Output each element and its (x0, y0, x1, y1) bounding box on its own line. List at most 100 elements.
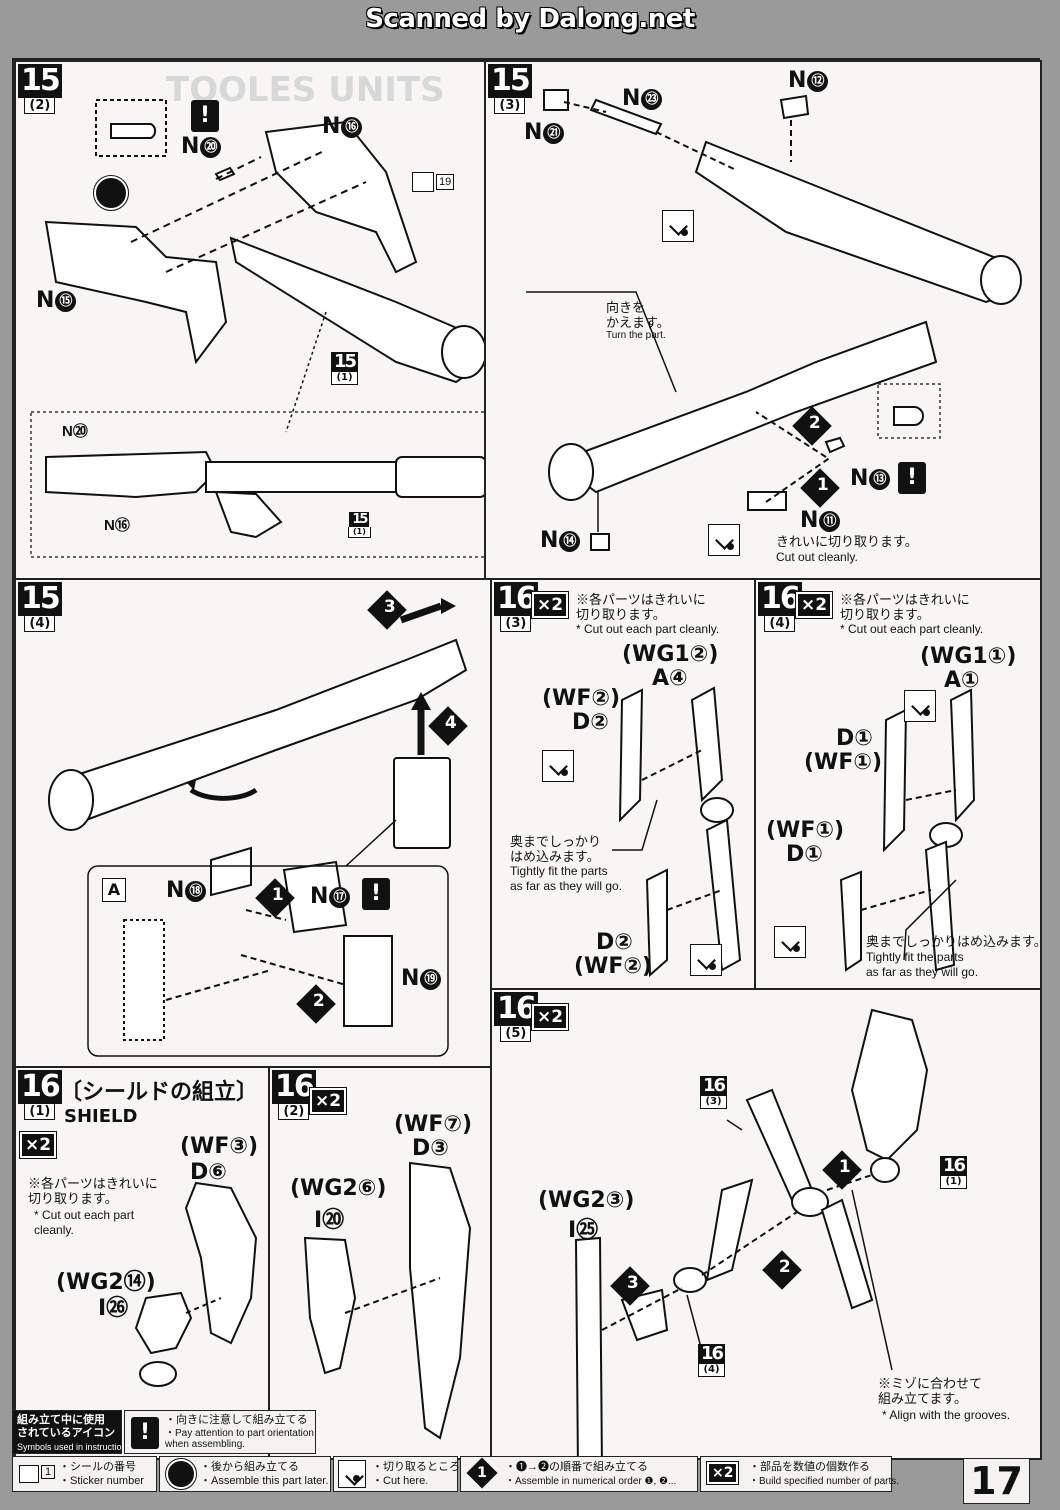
bazooka-parts-art (30, 99, 488, 558)
part-number: ⑬ (869, 468, 891, 490)
panel-16-1: 16 (1) ×2 〔シールドの組立〕 SHIELD (WF③) D⑥ ※各パー… (14, 1066, 270, 1460)
turn-note-ja: 向きを かえます。 (606, 300, 670, 330)
part-number: ⑳ (200, 136, 222, 158)
later-ja: ・後から組み立てる (200, 1461, 299, 1473)
label-wg2-14: (WG2⑭) (56, 1270, 156, 1295)
sticker-icon (19, 1465, 39, 1483)
detail-label-n20: N⑳ (62, 423, 88, 440)
detail-ref: 15 (1) (348, 512, 371, 538)
wing-art-16-3 (612, 686, 742, 978)
assemble-later-icon (93, 175, 129, 211)
ref-number: 16 (698, 1344, 726, 1364)
ref-sub: (1) (331, 372, 358, 385)
instruction-sheet: TOOLES UNITS 15 (2) (12, 58, 1042, 1460)
attention-icon: ! (131, 1417, 159, 1449)
attention-en: ・Pay attention to part orientation when … (165, 1428, 314, 1450)
turn-note-en: Turn the part. (606, 330, 666, 341)
cut-icon (904, 690, 936, 722)
assemble-later-icon (165, 1458, 197, 1490)
part-number: ⑲ (420, 968, 442, 990)
part-letter: N (181, 134, 200, 159)
legend-title-box: 組み立て中に使用 されているアイコン Symbols used in instr… (12, 1410, 131, 1454)
mult-ja: ・部品を数値の個数作る (749, 1461, 870, 1473)
part-number: ⑮ (55, 290, 77, 312)
label-wf1b: (WF①) (766, 818, 845, 843)
cut-icon (338, 1460, 366, 1488)
attention-icon: ! (898, 462, 926, 494)
order-en: ・Assemble in numerical order ❶, ❷... (505, 1476, 677, 1487)
ref-step-16-4: 16 (4) (698, 1344, 726, 1377)
wing-art-16-4 (839, 688, 976, 972)
panel-16-4: 16 (4) ×2 ※各パーツはきれいに 切り取ります。 * Cut out e… (754, 578, 1042, 990)
label-wf1: (WF①) (804, 750, 883, 775)
part-number: ⑱ (185, 880, 207, 902)
step-badge: 15 (4) (18, 582, 62, 632)
attention-icon: ! (191, 100, 219, 132)
step-number: 16 (272, 1070, 316, 1104)
shield-art-16-2 (303, 1161, 472, 1440)
ref-number: 15 (331, 352, 359, 372)
part-letter: N (622, 86, 641, 111)
label-i20: I⑳ (314, 1208, 345, 1233)
step-order-icon: 1 (466, 1457, 498, 1489)
step-badge: 16 (1) (18, 1070, 62, 1120)
fit-note-ja: 奥までしっかり はめ込みます。 (510, 834, 602, 864)
legend-cut: ・切り取るところ ・Cut here. (333, 1456, 460, 1492)
ref-number: 16 (700, 1076, 728, 1096)
shield-art-16-1 (134, 1181, 258, 1387)
note-en: * Cut out each part cleanly. (840, 622, 984, 636)
cut-ja: ・切り取るところ (372, 1461, 460, 1473)
panel-16-3: 16 (3) ×2 ※各パーツはきれいに 切り取ります。 * Cut out e… (490, 578, 756, 990)
label-d1b: D① (786, 842, 823, 867)
part-number: ⑯ (341, 116, 363, 138)
ref-number: 16 (940, 1156, 968, 1176)
ref-sub: (1) (940, 1176, 967, 1189)
sticker-en: ・Sticker number (59, 1475, 144, 1487)
step-sub: (3) (500, 616, 532, 632)
panel-15-3: 15 (3) (484, 60, 1042, 580)
sticker-ref: 19 (412, 172, 455, 192)
part-number: ⑫ (807, 70, 829, 92)
page-number: 17 (963, 1458, 1030, 1504)
cut-icon (690, 944, 722, 976)
label-d1: D① (836, 726, 873, 751)
legend-sticker: 1 ・シールの番号 ・Sticker number (12, 1456, 157, 1492)
mult-en: ・Build specified number of parts. (749, 1476, 900, 1487)
sticker-icon (412, 172, 434, 192)
panel-16-5: 16 (5) ×2 (490, 988, 1042, 1460)
multiplier-badge: ×2 (18, 1131, 58, 1159)
note-en: * Cut out each part cleanly. (576, 622, 720, 636)
step-sub: (2) (278, 1104, 310, 1120)
align-note-en: * Align with the grooves. (882, 1408, 1011, 1422)
label-wg2-6: (WG2⑥) (290, 1176, 387, 1201)
ref-sub: (3) (700, 1096, 727, 1109)
cut-icon (662, 210, 694, 242)
bazooka-magazine-art (48, 598, 468, 1057)
step-number: 15 (18, 64, 62, 98)
ref-step-15-1: 15 (1) (331, 352, 359, 385)
scan-header: Scanned by Dalong.net (365, 4, 695, 34)
multiplier-badge: ×2 (308, 1087, 348, 1115)
step-sub: (4) (764, 616, 796, 632)
cut-icon (774, 926, 806, 958)
panel-15-4: 15 (4) (14, 578, 492, 1068)
cut-icon (708, 524, 740, 556)
step-sub: (4) (24, 616, 56, 632)
sticker-ja: ・シールの番号 (59, 1461, 136, 1473)
part-number: ⑰ (329, 886, 351, 908)
cut-note-en: Cut out cleanly. (776, 550, 858, 564)
legend-later: ・後から組み立てる ・Assemble this part later. (159, 1456, 331, 1492)
label-wf2b: (WF②) (574, 954, 653, 979)
attention-icon: ! (362, 878, 390, 910)
multiplier-icon: ×2 (705, 1461, 740, 1485)
panel-16-2: 16 (2) ×2 (WF⑦) D③ (WG2⑥) I⑳ (268, 1066, 492, 1460)
